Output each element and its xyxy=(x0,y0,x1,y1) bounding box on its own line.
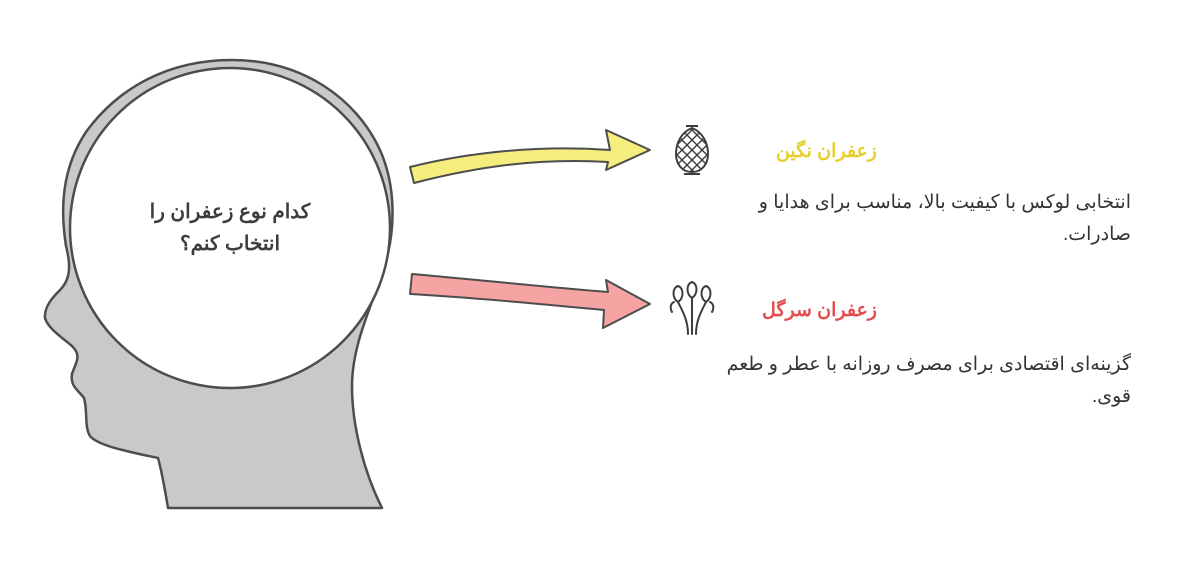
option-2-title: زعفران سرگل xyxy=(762,300,877,321)
saffron-threads-icon xyxy=(669,280,715,335)
arrow-to-option-2 xyxy=(409,273,651,329)
question-text: کدام نوع زعفران را انتخاب کنم؟ xyxy=(110,196,350,260)
option-1-description: انتخابی لوکس با کیفیت بالا، مناسب برای ه… xyxy=(758,192,1131,245)
option-1-title: زعفران نگین xyxy=(775,141,877,162)
thought-circle xyxy=(68,66,392,390)
option-2-description: گزینه‌ای اقتصادی برای مصرف روزانه با عطر… xyxy=(726,354,1131,407)
arrow-to-option-1 xyxy=(409,129,651,184)
saffron-bulb-icon xyxy=(674,125,710,175)
question-line-2: انتخاب کنم؟ xyxy=(179,233,281,255)
question-line-1: کدام نوع زعفران را xyxy=(149,201,311,223)
